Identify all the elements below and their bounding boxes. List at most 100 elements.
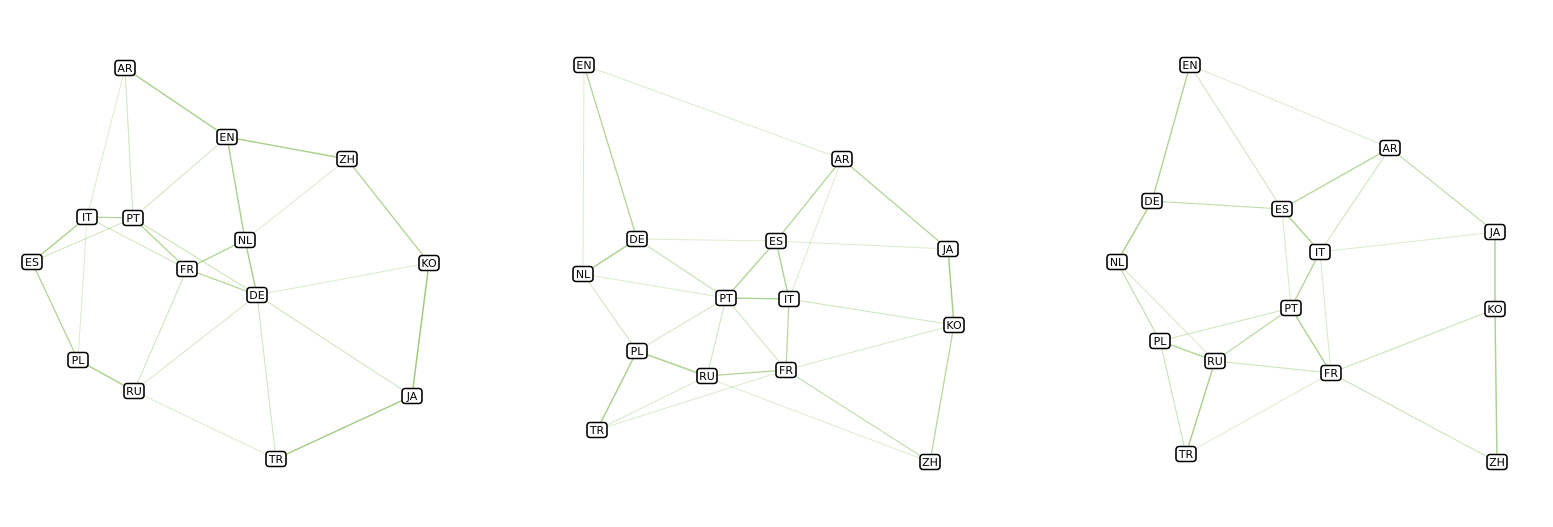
node-ja: JA [937,240,959,258]
node-fr: FR [775,361,797,379]
edge-layer [582,64,955,463]
node-label: PT [719,292,733,305]
node-box [122,209,144,227]
edge-es-pt [1281,208,1292,309]
node-label: JA [942,243,954,256]
edge-layer [31,67,430,460]
edge-es-pl [31,261,79,361]
node-label: KO [1487,303,1503,316]
node-label: ZH [922,456,938,469]
node-ja: JA [401,387,423,405]
edge-ar-it [788,158,843,300]
node-label: DE [1144,195,1159,208]
edge-ru-tr [1185,360,1216,455]
edge-ar-it [86,67,126,218]
node-zh: ZH [919,453,941,471]
node-label: AR [117,62,133,75]
node-box [715,289,737,307]
edge-en-de [1151,64,1191,202]
edge-nl-ru [1116,261,1216,362]
node-box [1106,253,1128,271]
node-zh: ZH [336,150,358,168]
node-box [1486,453,1508,471]
node-ar: AR [831,150,853,168]
node-box [626,230,648,248]
edge-en-es [1189,64,1283,210]
node-box [21,253,43,271]
node-box [943,316,965,334]
node-box [246,286,268,304]
edge-fr-zh [1330,372,1498,463]
edge-es-pt [725,240,777,299]
edge-it-fr [1319,251,1332,374]
edge-pt-ru [1214,307,1292,362]
node-label: PL [1154,335,1168,348]
edge-ar-es [1281,147,1391,210]
edge-ko-zh [929,324,955,463]
edge-ru-tr [133,390,277,460]
edge-ko-ja [411,262,430,397]
node-label: EN [219,131,234,144]
edge-de-ko [256,262,430,296]
edge-ru-fr [1214,360,1332,374]
edge-it-pt [1290,251,1321,309]
node-box [176,260,198,278]
node-box [1271,200,1293,218]
node-box [401,387,423,405]
node-nl: NL [1106,253,1128,271]
node-box [123,382,145,400]
node-box [234,231,256,249]
edge-de-tr [256,294,277,460]
edge-ar-en [124,67,228,138]
edge-it-fr [86,216,188,270]
edge-en-nl [582,64,585,275]
node-box [831,150,853,168]
node-nl: NL [572,265,594,283]
edge-pt-de [132,217,258,296]
node-box [1175,445,1197,463]
node-pl: PL [1149,332,1171,350]
node-label: KO [421,257,437,270]
edge-fr-tr [596,369,787,431]
node-de: DE [626,230,648,248]
edge-ru-tr [596,375,708,431]
edge-tr-ja [275,395,413,460]
node-label: NL [1110,256,1125,269]
edge-de-ja [256,294,413,397]
node-it: IT [1309,243,1331,261]
edge-es-ja [775,240,949,250]
node-de: DE [1141,192,1163,210]
node-it: IT [76,208,98,226]
edge-nl-pt [582,273,727,299]
node-box [586,421,608,439]
node-es: ES [21,253,43,271]
node-label: PL [72,354,86,367]
node-tr: TR [265,450,287,468]
edge-fr-ru [133,268,188,392]
edge-zh-ko [346,158,430,264]
node-box [114,59,136,77]
node-box [573,56,595,74]
node-de: DE [246,286,268,304]
node-ko: KO [1484,300,1506,318]
node-label: IT [784,293,794,306]
node-box [418,254,440,272]
edge-de-es [1151,200,1283,210]
node-ru: RU [696,367,718,385]
node-box [1320,364,1342,382]
edge-en-nl [226,136,246,241]
edge-ko-fr [1330,308,1496,374]
node-label: KO [946,319,962,332]
node-box [765,232,787,250]
edge-pl-tr [596,350,638,431]
edge-de-nl [1116,200,1153,263]
node-box [216,128,238,146]
edge-ru-fr [706,369,787,377]
edge-ko-zh [1494,308,1498,463]
edge-fr-zh [785,369,931,463]
node-label: NL [576,268,591,281]
edge-nl-pl [1116,261,1161,342]
node-label: TR [1178,448,1194,461]
